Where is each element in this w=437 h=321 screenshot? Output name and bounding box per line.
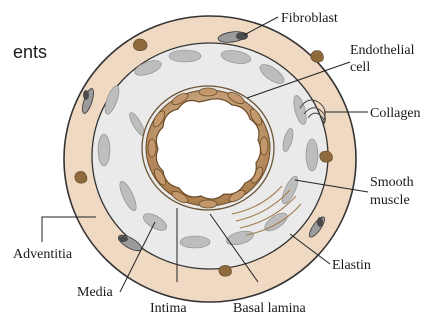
truncated-text-fragment: ents (13, 42, 47, 62)
label-smooth-line1: Smooth (370, 175, 414, 190)
lumen (156, 99, 260, 199)
label-adventitia: Adventitia (13, 247, 73, 262)
label-collagen: Collagen (370, 106, 421, 121)
label-elastin: Elastin (332, 258, 371, 273)
label-endothelial-line2: cell (350, 60, 370, 75)
label-intima: Intima (150, 301, 187, 316)
label-endothelial-line1: Endothelial (350, 43, 415, 58)
label-smooth-line2: muscle (370, 193, 410, 208)
label-media: Media (77, 285, 114, 300)
label-fibroblast: Fibroblast (281, 11, 338, 26)
label-basal-lamina: Basal lamina (233, 301, 306, 316)
